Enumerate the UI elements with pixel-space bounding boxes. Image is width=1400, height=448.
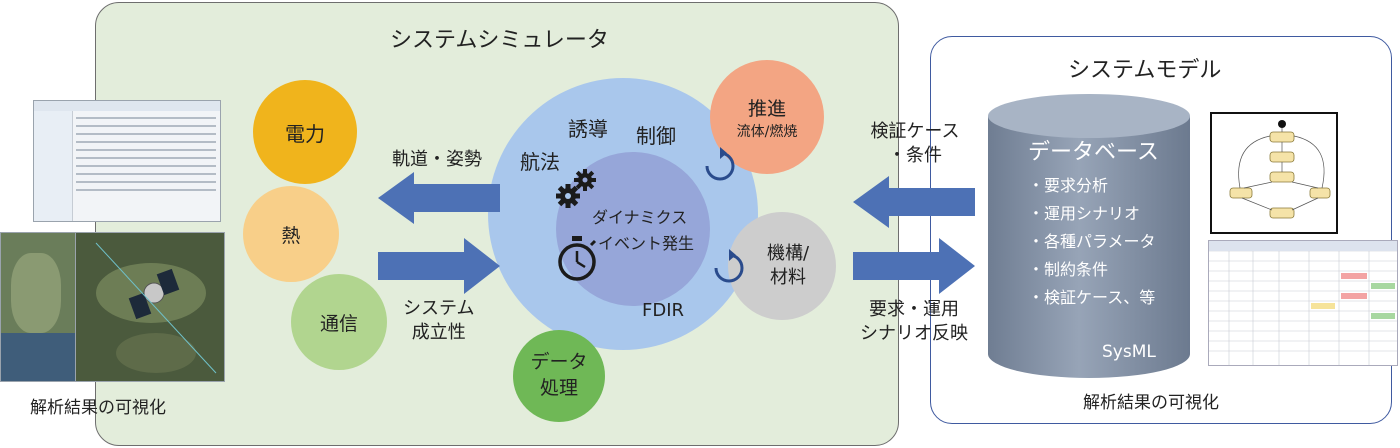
analysis-window-thumbnail: [33, 100, 221, 222]
arrow-left-orbit: [378, 172, 500, 224]
state-diagram-graphic: [1229, 120, 1331, 219]
thermal-label: 熱: [281, 224, 301, 247]
dynamics-label: ダイナミクス: [592, 208, 688, 227]
visualization-left-label: 解析結果の可視化: [30, 398, 166, 418]
power-node: 電力: [253, 80, 357, 184]
event-label: イベント発生: [598, 234, 695, 253]
satellite-view-thumbnail: [75, 232, 225, 382]
propulsion-label: 推進: [747, 97, 786, 120]
system-feasibility-label: システム 成立性: [403, 298, 475, 344]
spreadsheet-grid: [1209, 241, 1397, 365]
data-processing-label: データ 処理: [530, 351, 588, 399]
power-label: 電力: [285, 121, 325, 146]
verify-cases-label: 検証ケース ・条件: [870, 121, 960, 167]
database-title: データベース: [1028, 140, 1159, 165]
sysml-label: SysML: [1102, 342, 1156, 362]
comm-node: 通信: [291, 274, 387, 370]
stopwatch-icon: [558, 236, 597, 281]
orbit-attitude-label: 軌道・姿勢: [392, 149, 482, 170]
model-title: システムモデル: [1068, 58, 1222, 83]
thermal-node: 熱: [243, 186, 339, 282]
propulsion-sub-label: 流体/燃焼: [736, 123, 798, 140]
guidance-label: 誘導: [568, 117, 608, 141]
visualization-right-label: 解析結果の可視化: [1083, 393, 1219, 413]
mechanism-node: 機構/ 材料: [728, 212, 836, 320]
db-item: ・各種パラメータ: [1028, 232, 1156, 251]
db-item: ・検証ケース、等: [1028, 288, 1156, 307]
arrow-right-feasibility: [378, 238, 500, 294]
simulator-title: システムシミュレータ: [390, 28, 609, 53]
mechanism-label: 機構/ 材料: [766, 242, 810, 288]
state-diagram-thumbnail: [1210, 112, 1338, 234]
database-icon: [988, 94, 1190, 378]
db-item: ・運用シナリオ: [1028, 204, 1141, 223]
fdir-label: FDIR: [642, 300, 685, 321]
arrow-req-ops: [853, 238, 975, 294]
db-item: ・制約条件: [1028, 260, 1109, 279]
db-item: ・要求分析: [1028, 176, 1109, 195]
control-label: 制御: [636, 124, 676, 148]
req-ops-label: 要求・運用 シナリオ反映: [860, 299, 968, 345]
data-processing-node: データ 処理: [513, 330, 605, 422]
rotation-arrow-icon: [705, 147, 735, 181]
navigation-label: 航法: [520, 150, 560, 174]
satellite-icon: [95, 242, 217, 374]
arrow-verify-cases: [853, 176, 975, 228]
spreadsheet-thumbnail: [1208, 240, 1398, 366]
map-thumbnail: [0, 232, 78, 382]
gear-icon: [556, 169, 596, 208]
rotation-arrow-icon: [714, 249, 744, 283]
comm-label: 通信: [319, 312, 358, 335]
